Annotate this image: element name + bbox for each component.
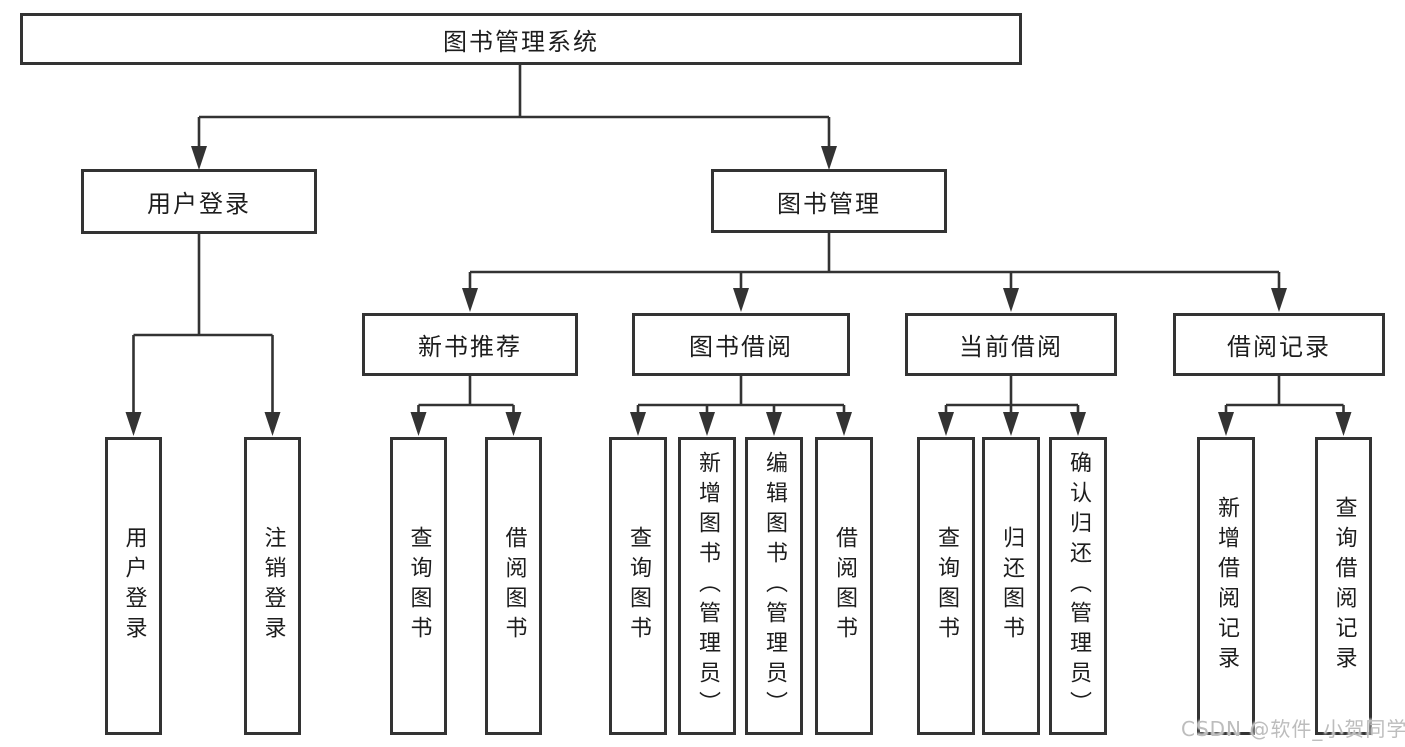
node-root: 图书管理系统 bbox=[20, 13, 1022, 65]
node-borrowing-records: 借阅记录 bbox=[1173, 313, 1385, 376]
leaf-logout-login: 注销登录 bbox=[244, 437, 301, 735]
node-current-borrowing: 当前借阅 bbox=[905, 313, 1117, 376]
node-user-login: 用户登录 bbox=[81, 169, 317, 234]
leaf-return-book: 归还图书 bbox=[982, 437, 1040, 735]
node-book-management: 图书管理 bbox=[711, 169, 947, 233]
leaf-query-books-borrowing: 查询图书 bbox=[609, 437, 667, 735]
arrowheads bbox=[125, 146, 1352, 436]
leaf-borrow-books-borrowing: 借阅图书 bbox=[815, 437, 873, 735]
leaf-query-books-recommend: 查询图书 bbox=[390, 437, 447, 735]
node-book-borrowing: 图书借阅 bbox=[632, 313, 850, 376]
connector-paths bbox=[132, 65, 1345, 416]
node-new-book-recommend: 新书推荐 bbox=[362, 313, 578, 376]
leaf-query-books-current: 查询图书 bbox=[917, 437, 975, 735]
csdn-watermark: CSDN @软件_小贺同学 bbox=[1181, 717, 1405, 741]
leaf-edit-book-admin: 编辑图书（管理员） bbox=[745, 437, 803, 735]
leaf-confirm-return-admin: 确认归还（管理员） bbox=[1049, 437, 1107, 735]
leaf-borrow-books-recommend: 借阅图书 bbox=[485, 437, 542, 735]
leaf-query-borrow-record: 查询借阅记录 bbox=[1315, 437, 1372, 735]
leaf-add-borrow-record: 新增借阅记录 bbox=[1197, 437, 1255, 735]
leaf-add-book-admin: 新增图书（管理员） bbox=[678, 437, 736, 735]
leaf-user-login: 用户登录 bbox=[105, 437, 162, 735]
